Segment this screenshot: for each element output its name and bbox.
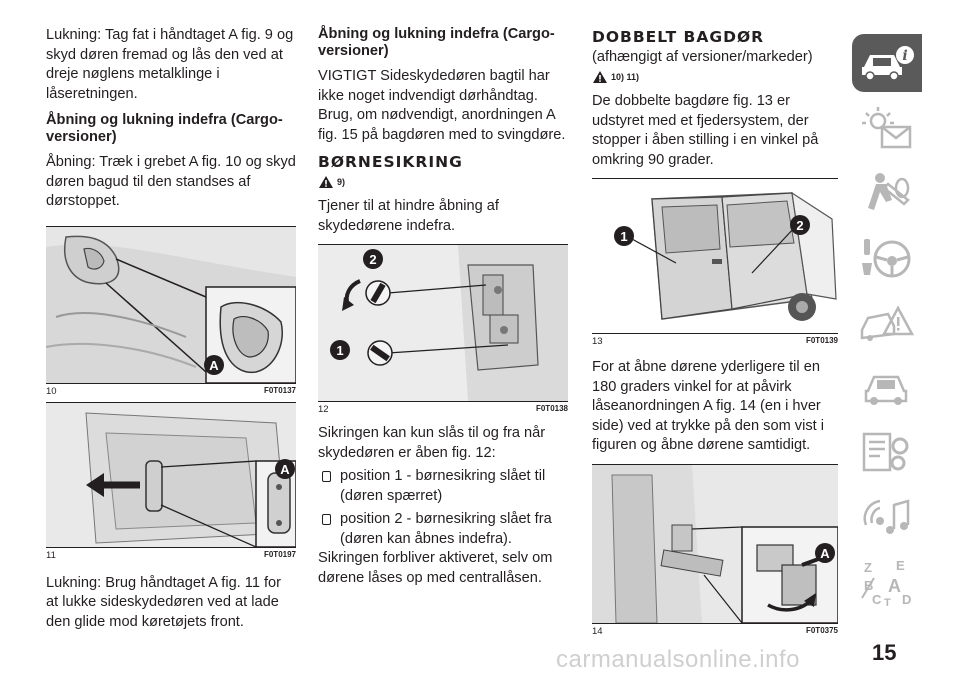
figure-13: 1 2 (592, 178, 838, 334)
figure-code: F0T0197 (263, 549, 296, 559)
figure-number: 12 (318, 404, 329, 415)
page-number: 15 (872, 640, 897, 665)
figure-number: 13 (592, 336, 603, 347)
bullet-position-1: position 1 - børnesikring slået til (dør… (318, 467, 568, 506)
figure-14-caption: 14 F0T0375 (592, 624, 838, 638)
bullet-box-icon (322, 471, 331, 482)
sidebar-item-technical-data[interactable] (852, 424, 922, 482)
section-title-double-rear-door: DOBBELT BAGDØR (592, 28, 765, 46)
paragraph-closing-handle: Lukning: Tag fat i håndtaget A fig. 9 og… (46, 27, 294, 102)
figure-12: 2 1 (318, 244, 568, 402)
bullet-text: position 1 - børnesikring slået til (dør… (340, 468, 546, 504)
figure-10-caption: 10 F0T0137 (46, 384, 296, 398)
bullet-position-2: position 2 - børnesikring slået fra (dør… (318, 510, 568, 549)
figure-code: F0T0137 (263, 385, 296, 395)
column-1: Lukning: Tag fat i håndtaget A fig. 9 og… (46, 26, 296, 640)
figure-number: 10 (46, 385, 57, 397)
sidebar-item-maintenance[interactable] (852, 359, 922, 417)
callout-2: 2 (796, 218, 803, 233)
watermark: carmanualsonline.info (556, 646, 800, 673)
figure-11: A (46, 401, 296, 548)
section-title-child-lock: BØRNESIKRING (318, 153, 463, 171)
airbag-icon (868, 173, 910, 210)
multimedia-icon (863, 499, 910, 534)
figure-number: 11 (46, 549, 56, 561)
figure-number: 14 (592, 625, 603, 637)
figure-14-illustration: A (592, 464, 838, 623)
figure-12-illustration: 2 1 (318, 245, 568, 401)
index-letter: E (896, 558, 905, 573)
column-3: DOBBELT BAGDØR (afhængigt af versioner/m… (592, 26, 838, 638)
warning-reference: 10) 11) (592, 70, 838, 84)
warning-ref-number: 9) (337, 177, 346, 187)
sidebar-item-car-info[interactable]: i (852, 34, 922, 92)
paragraph-purpose: Tjener til at hindre åbning af skydedøre… (318, 198, 499, 234)
sidebar-item-index[interactable]: Z E B A C T D (852, 554, 922, 612)
maintenance-icon (864, 375, 908, 405)
paragraph-closing-slide: Lukning: Brug håndtaget A fig. 11 for at… (46, 574, 282, 630)
index-letter: T (884, 597, 891, 608)
figure-10-illustration: A (46, 226, 296, 383)
figure-11-illustration: A (46, 402, 296, 547)
figure-13-caption: 13 F0T0139 (592, 334, 838, 348)
index-icon: Z E B A C T D (861, 558, 911, 608)
figure-11-caption: 11 F0T0197 (46, 548, 296, 562)
version-note: (afhængigt af versioner/markeder) (592, 49, 813, 65)
warning-triangle-icon (593, 71, 607, 83)
figure-13-illustration: 1 2 (592, 179, 838, 333)
index-letter: C (872, 592, 882, 607)
heading-cargo-inside: Åbning og lukning indefra (Cargo-version… (46, 112, 283, 145)
car-info-icon: i (862, 46, 914, 81)
svg-text:i: i (902, 48, 907, 64)
callout-1: 1 (620, 229, 627, 244)
index-letter: D (902, 592, 911, 607)
chapter-sidebar: i (852, 34, 922, 619)
paragraph-lock-toggle: Sikringen kan kun slås til og fra når sk… (318, 425, 546, 461)
warning-reference: 9) (318, 175, 568, 189)
sidebar-item-steering[interactable] (852, 229, 922, 287)
callout-2: 2 (369, 252, 376, 267)
warning-lights-icon (862, 107, 912, 149)
column-2: Åbning og lukning indefra (Cargo-version… (318, 26, 568, 596)
figure-12-caption: 12 F0T0138 (318, 402, 568, 416)
warning-ref-number: 10) 11) (611, 72, 640, 82)
breakdown-icon (860, 305, 915, 341)
paragraph-spring-system: De dobbelte bagdøre fig. 13 er udstyret … (592, 93, 819, 168)
callout-a: A (820, 546, 830, 561)
figure-code: F0T0139 (805, 336, 838, 345)
bullet-text: position 2 - børnesikring slået fra (dør… (340, 511, 552, 547)
heading-cargo-inside: Åbning og lukning indefra (Cargo-version… (318, 26, 555, 59)
sidebar-item-breakdown[interactable] (852, 294, 922, 352)
paragraph-important: VIGTIGT Sideskydedøren bagtil har ikke n… (318, 68, 566, 143)
bullet-box-icon (322, 514, 331, 525)
warning-triangle-icon (319, 176, 333, 188)
figure-14: A (592, 463, 838, 624)
sidebar-item-warning-lights[interactable] (852, 99, 922, 157)
technical-data-icon (862, 432, 909, 472)
callout-1: 1 (336, 343, 343, 358)
callout-a: A (280, 462, 290, 477)
index-letter: Z (864, 560, 872, 575)
figure-10: A (46, 225, 296, 384)
paragraph-opening: Åbning: Træk i grebet A fig. 10 og skyd … (46, 154, 296, 209)
callout-a: A (209, 358, 219, 373)
sidebar-item-airbag[interactable] (852, 164, 922, 222)
steering-wheel-icon (862, 239, 911, 278)
paragraph-remains-active: Sikringen forbliver aktiveret, selv om d… (318, 550, 553, 586)
index-letter: A (888, 576, 901, 596)
paragraph-open-180: For at åbne dørene yderligere til en 180… (592, 359, 824, 453)
figure-code: F0T0138 (535, 404, 568, 413)
figure-code: F0T0375 (805, 625, 838, 635)
sidebar-item-multimedia[interactable] (852, 489, 922, 547)
